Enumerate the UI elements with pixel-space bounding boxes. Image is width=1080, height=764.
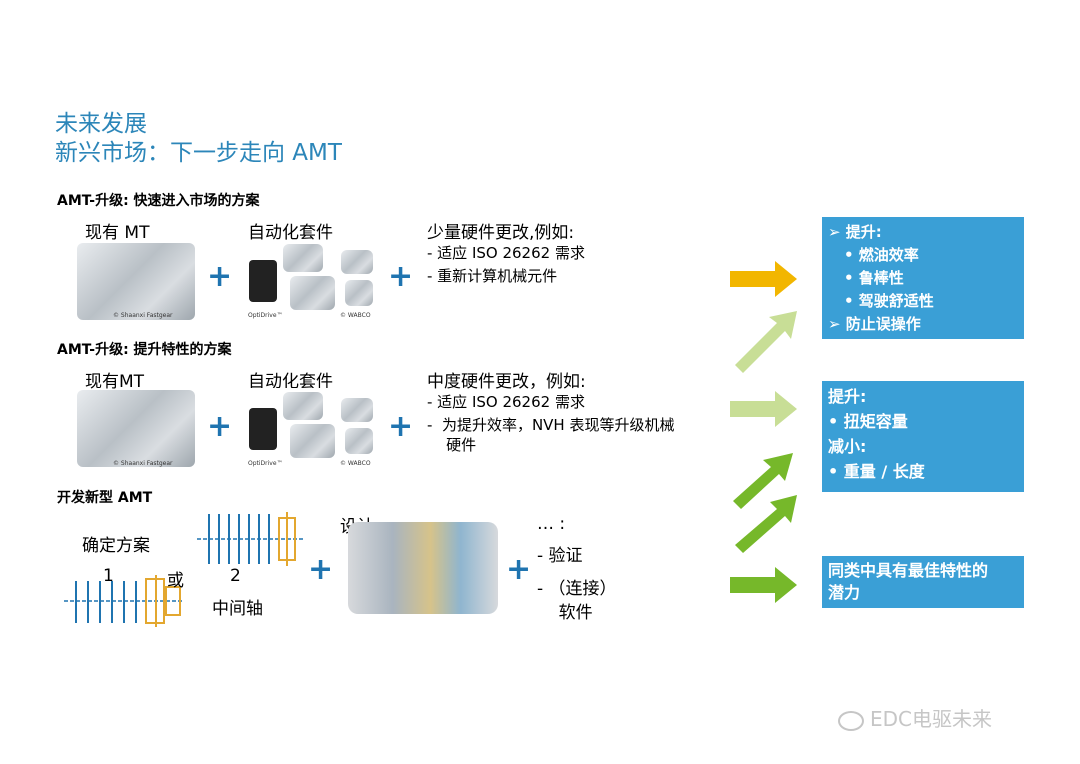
- section3-heading: 开发新型 AMT: [57, 490, 153, 506]
- section2-changes-title: 中度硬件更改，例如:: [427, 372, 586, 392]
- section1-caption-kit1: OptiDrive™: [248, 312, 283, 319]
- page-title-line1: 未来发展: [55, 111, 147, 137]
- box1-line: ➢ 防止误操作: [828, 315, 921, 333]
- connected-item: - （连接）: [537, 579, 617, 599]
- countershaft-schematic-1: [64, 575, 184, 627]
- arrows-group: [730, 261, 797, 603]
- plus-icon: +: [207, 259, 233, 294]
- box1-line: • 驾驶舒适性: [844, 292, 934, 310]
- option-1-label: 1: [103, 566, 114, 586]
- software-item: 软件: [537, 603, 593, 623]
- arrow-up-right-icon: [735, 311, 797, 373]
- option-2-label: 2: [230, 566, 241, 586]
- page-title-line2: 新兴市场：下一步走向 AMT: [55, 140, 342, 166]
- section1-change-item: - 适应 ISO 26262 需求: [427, 244, 585, 262]
- section1-changes-title: 少量硬件更改,例如:: [427, 223, 575, 243]
- section2-caption-mt: © Shaanxi Fastgear: [113, 460, 173, 467]
- plus-icon: +: [506, 552, 532, 587]
- automation-kit-image: [245, 388, 380, 468]
- section1-existing-label: 现有 MT: [85, 223, 150, 243]
- plus-icon: +: [388, 409, 414, 444]
- validation-item: - 验证: [537, 546, 583, 566]
- box3-line: 同类中具有最佳特性的: [828, 561, 989, 580]
- box1-line: ➢ 提升:: [828, 223, 882, 241]
- watermark-text: EDC电驱未来: [870, 707, 993, 731]
- section1-caption-kit2: © WABCO: [340, 312, 371, 319]
- arrow-right-icon: [730, 567, 797, 603]
- countershaft-label: 中间轴: [212, 599, 263, 619]
- box2-line: • 扭矩容量: [828, 412, 908, 431]
- section2-change-item: 硬件: [427, 436, 477, 454]
- section2-caption-kit2: © WABCO: [340, 460, 371, 467]
- section2-change-item: - 为提升效率，NVH 表现等升级机械: [427, 416, 675, 434]
- section2-change-item: - 适应 ISO 26262 需求: [427, 393, 585, 411]
- manual-transmission-image: [77, 243, 195, 320]
- manual-transmission-image: [77, 390, 195, 467]
- box2-line: 提升:: [828, 387, 867, 406]
- benefit-box-2: 提升: • 扭矩容量 减小: • 重量 / 长度: [822, 381, 1024, 492]
- benefit-box-1: ➢ 提升: • 燃油效率 • 鲁棒性 • 驾驶舒适性 ➢ 防止误操作: [822, 217, 1024, 339]
- determine-concept-label: 确定方案: [82, 536, 150, 556]
- section2-kit-label: 自动化套件: [248, 372, 333, 392]
- section1-heading: AMT-升级: 快速进入市场的方案: [57, 193, 260, 209]
- plus-icon: +: [308, 552, 334, 587]
- section1-change-item: - 重新计算机械元件: [427, 267, 558, 285]
- box2-line: 减小:: [828, 437, 867, 456]
- or-label: 或: [167, 571, 184, 591]
- section2-caption-kit1: OptiDrive™: [248, 460, 283, 467]
- more-label: … :: [537, 514, 566, 534]
- new-amt-cutaway-image: [348, 522, 498, 614]
- countershaft-schematic-2: [197, 512, 303, 566]
- section1-kit-label: 自动化套件: [248, 223, 333, 243]
- box3-line: 潜力: [828, 583, 861, 602]
- plus-icon: +: [388, 259, 414, 294]
- section2-existing-label: 现有MT: [85, 372, 145, 392]
- section1-caption-mt: © Shaanxi Fastgear: [113, 312, 173, 319]
- box1-line: • 燃油效率: [844, 246, 919, 264]
- arrow-up-right-icon: [735, 495, 797, 553]
- benefit-box-3: 同类中具有最佳特性的 潜力: [822, 556, 1024, 608]
- automation-kit-image: [245, 240, 380, 320]
- arrow-right-icon: [730, 391, 797, 427]
- wechat-icon: [838, 710, 864, 731]
- box1-line: • 鲁棒性: [844, 269, 904, 287]
- box2-line: • 重量 / 长度: [828, 462, 925, 481]
- section2-heading: AMT-升级: 提升特性的方案: [57, 342, 232, 358]
- watermark: EDC电驱未来: [838, 703, 992, 732]
- arrow-up-right-icon: [733, 453, 793, 509]
- plus-icon: +: [207, 409, 233, 444]
- arrow-right-icon: [730, 261, 797, 297]
